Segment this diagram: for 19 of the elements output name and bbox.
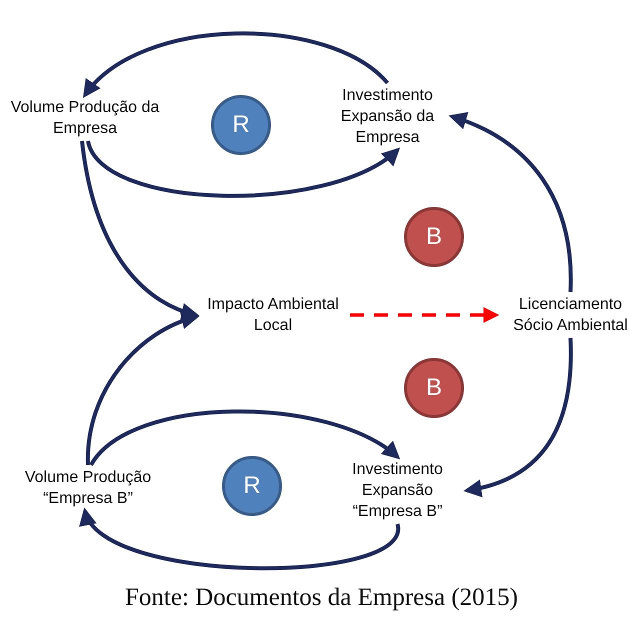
curved-arrow (86, 140, 400, 198)
variable-label: Investimento Expansão da Empresa (325, 85, 450, 148)
curved-arrow (89, 410, 400, 466)
loop-circle: R (211, 95, 271, 155)
curved-arrow (86, 312, 200, 466)
curved-arrow (448, 112, 573, 292)
loop-circle: B (404, 358, 464, 418)
variable-label: Investimento Expansão “Empresa B” (330, 459, 465, 522)
dashed-arrow (350, 307, 500, 323)
variable-label: Licenciamento Sócio Ambiental (498, 294, 643, 336)
caption: Fonte: Documentos da Empresa (2015) (124, 584, 519, 612)
variable-label: Impacto Ambiental Local (198, 294, 348, 336)
variable-label: Volume Produção da Empresa (5, 97, 165, 139)
loop-circle: B (404, 207, 464, 267)
curved-arrow (463, 338, 573, 497)
variable-label: Volume Produção “Empresa B” (3, 467, 173, 509)
loop-circle: R (222, 456, 282, 516)
curved-arrow (82, 32, 389, 98)
curved-arrow (80, 140, 200, 320)
